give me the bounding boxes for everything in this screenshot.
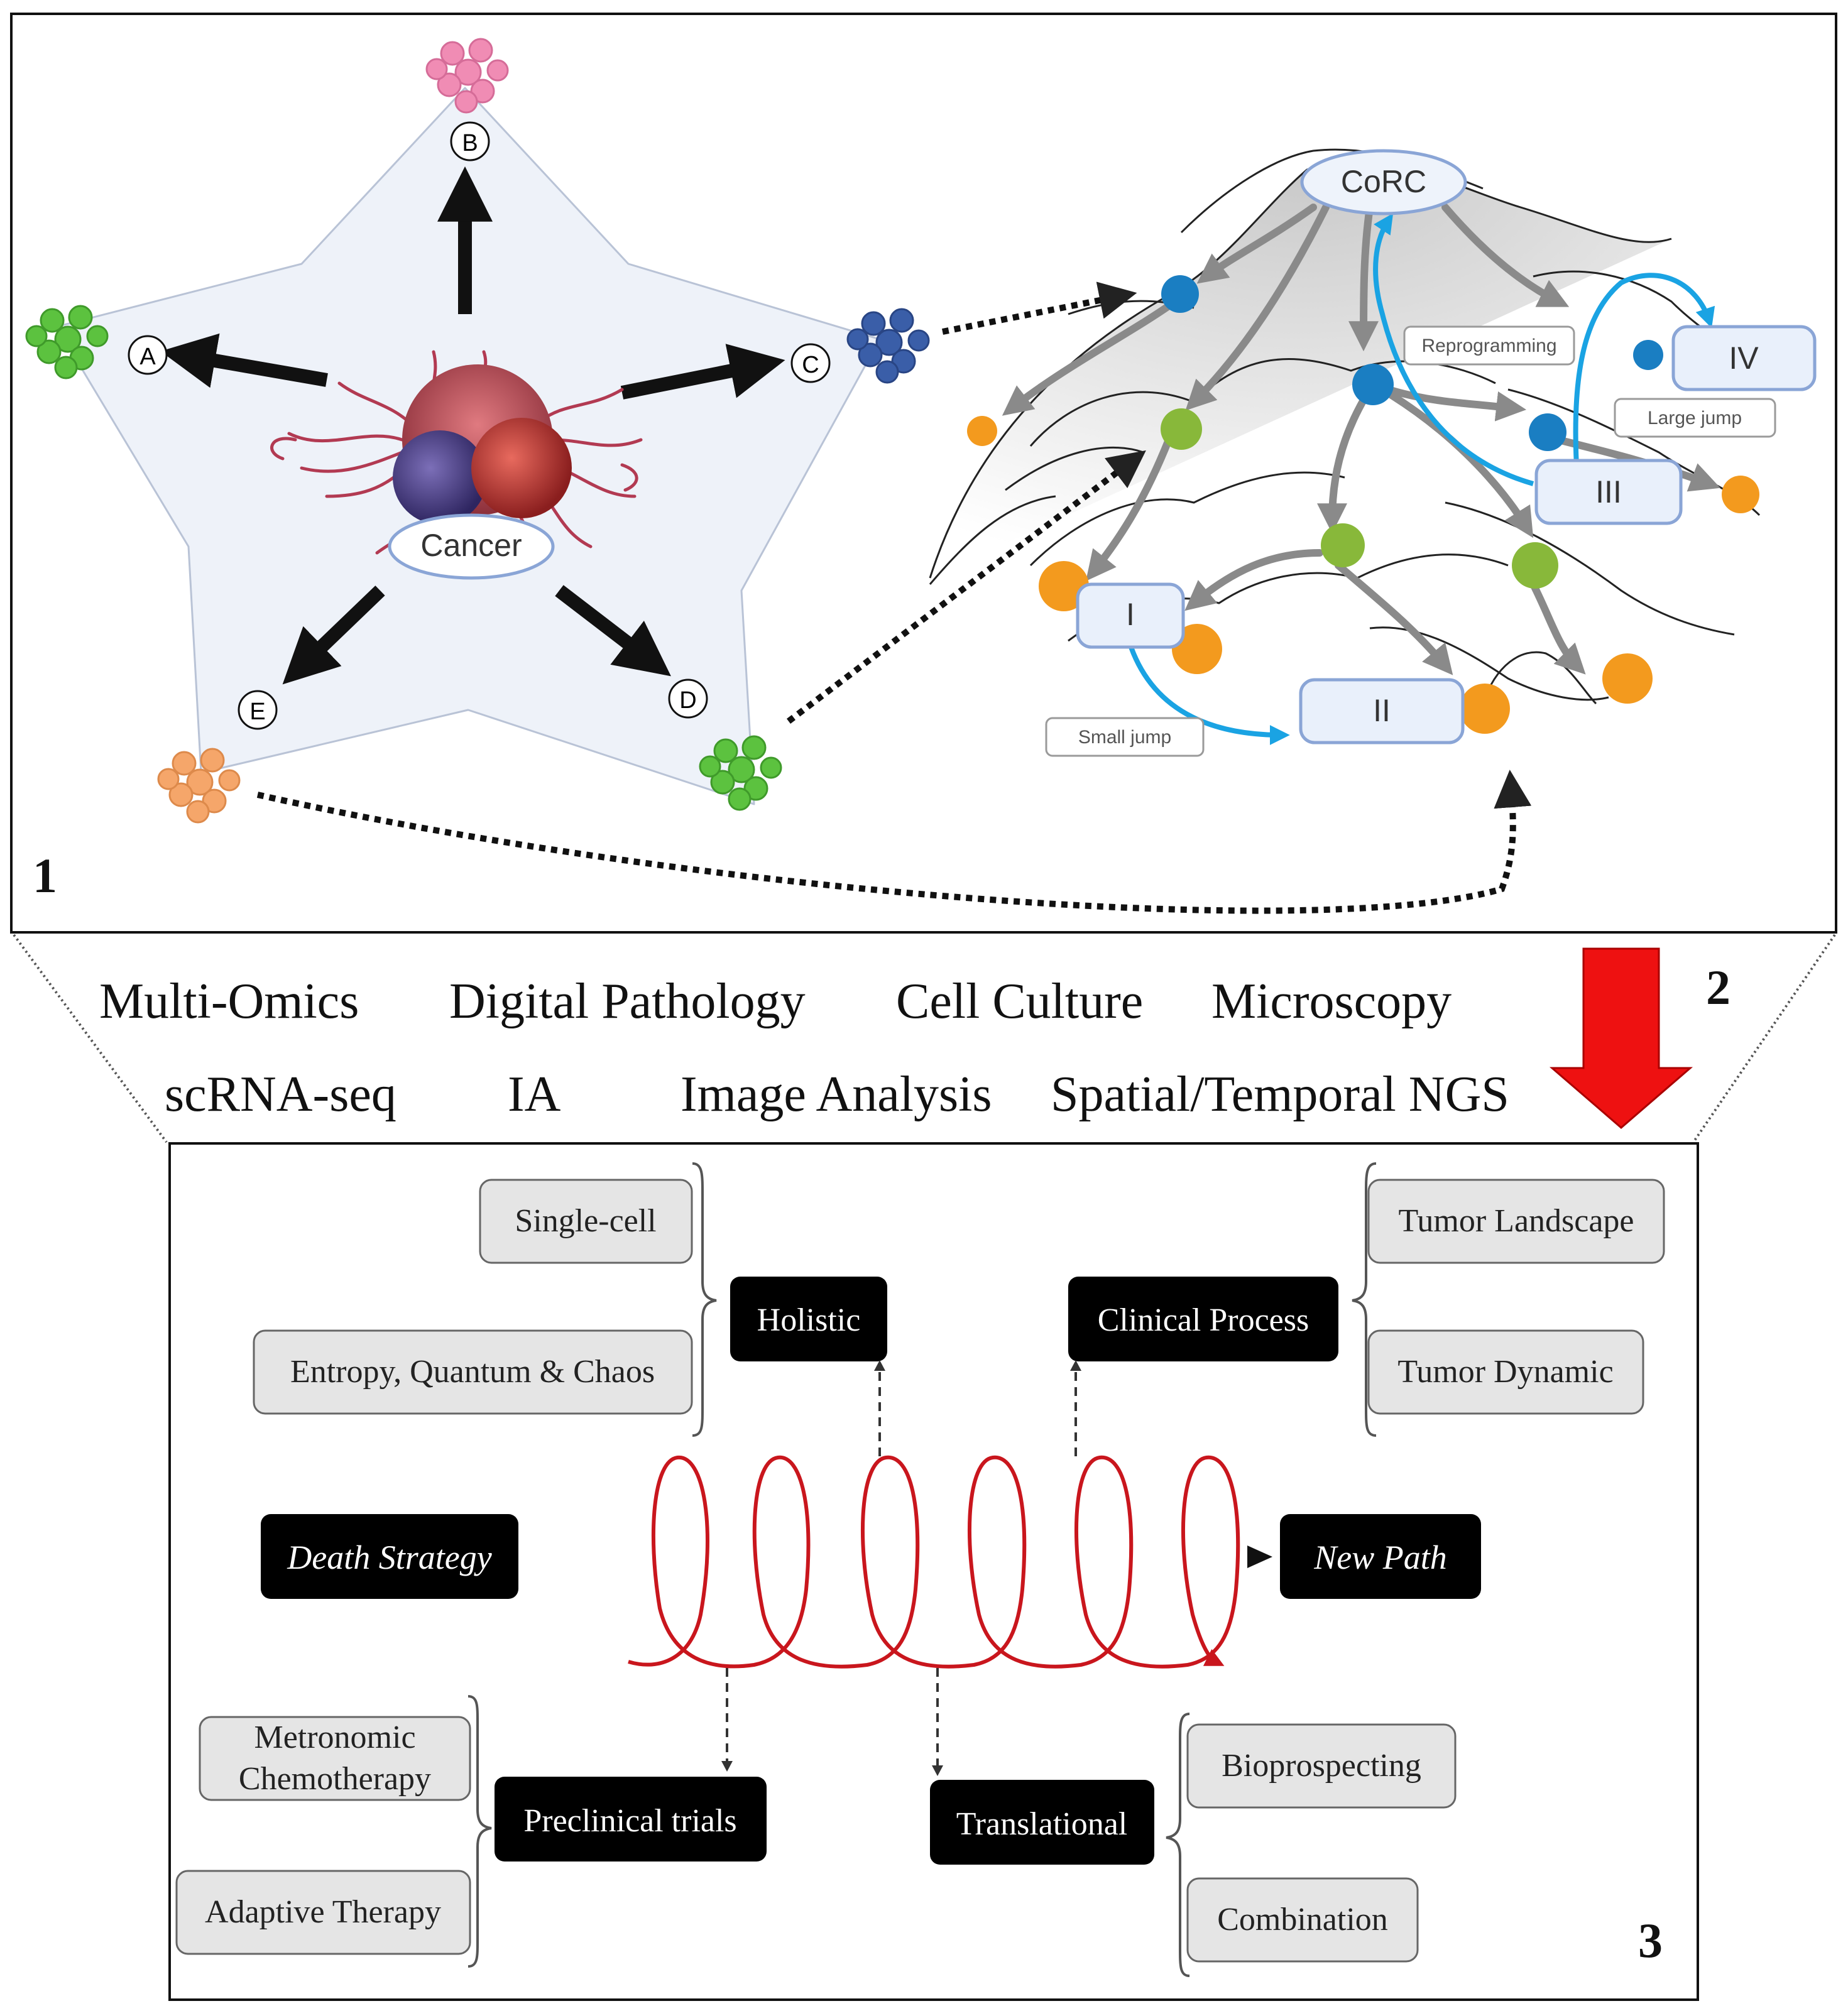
cancer-label-bubble xyxy=(388,513,555,580)
svg-text:Death Strategy: Death Strategy xyxy=(287,1539,491,1576)
svg-text:Single-cell: Single-cell xyxy=(515,1203,656,1239)
zoom-lines xyxy=(13,934,1836,1143)
letter-d: D xyxy=(668,679,708,719)
svg-text:Metronomic: Metronomic xyxy=(254,1720,415,1755)
cluster-c xyxy=(846,308,930,384)
translational-item-bioprospecting: Bioprospecting xyxy=(1186,1723,1457,1809)
dashed-arrowheads xyxy=(721,1360,1081,1776)
red-spiral xyxy=(628,1455,1240,1669)
svg-text:Translational: Translational xyxy=(956,1806,1128,1842)
middle-number: 2 xyxy=(1706,960,1730,1015)
svg-text:Entropy, Quantum & Chaos: Entropy, Quantum & Chaos xyxy=(290,1354,655,1390)
clinical-item-tumor-landscape: Tumor Landscape xyxy=(1367,1179,1665,1264)
braces xyxy=(467,1162,1377,1977)
svg-text:scRNA-seq: scRNA-seq xyxy=(165,1067,396,1122)
death-strategy-box: Death Strategy xyxy=(261,1514,518,1599)
holistic-item-entropy: Entropy, Quantum & Chaos xyxy=(253,1329,693,1415)
clinical-process-box: Clinical Process xyxy=(1068,1277,1338,1361)
panel-1-frame xyxy=(10,13,1837,934)
panel-3-number: 3 xyxy=(1638,1913,1663,1968)
translational-box: Translational xyxy=(930,1780,1154,1865)
svg-text:Cell Culture: Cell Culture xyxy=(896,974,1143,1029)
cancer-label: Cancer xyxy=(420,528,522,563)
svg-text:Small jump: Small jump xyxy=(1078,727,1171,748)
vertex-letters: A B C D E xyxy=(128,121,831,730)
radial-arrows xyxy=(160,166,785,685)
svg-text:New Path: New Path xyxy=(1313,1539,1447,1576)
svg-text:A: A xyxy=(139,344,156,370)
panel-3-frame xyxy=(168,1142,1699,2001)
cancer-illustration xyxy=(270,350,643,561)
svg-text:Tumor Landscape: Tumor Landscape xyxy=(1398,1203,1634,1239)
svg-text:II: II xyxy=(1373,693,1391,728)
note-large-jump: Large jump xyxy=(1614,398,1776,438)
new-path-box: New Path xyxy=(1280,1514,1481,1599)
svg-text:IV: IV xyxy=(1729,341,1759,376)
state-box-ii: II xyxy=(1299,678,1465,744)
svg-text:Large jump: Large jump xyxy=(1648,408,1742,428)
svg-text:Bioprospecting: Bioprospecting xyxy=(1222,1748,1421,1784)
cluster-e xyxy=(157,748,241,824)
cluster-b xyxy=(425,38,509,114)
svg-text:Reprogramming: Reprogramming xyxy=(1421,335,1556,356)
preclinical-trials-box: Preclinical trials xyxy=(495,1777,767,1862)
svg-text:III: III xyxy=(1595,474,1622,510)
holistic-box: Holistic xyxy=(730,1277,887,1361)
progress-axis-head xyxy=(1247,1545,1272,1568)
note-small-jump: Small jump xyxy=(1045,717,1205,757)
svg-text:D: D xyxy=(679,687,696,714)
corc-bubble xyxy=(1300,149,1467,215)
jump-arrows xyxy=(1129,213,1715,745)
svg-text:Preclinical trials: Preclinical trials xyxy=(523,1803,736,1839)
svg-text:Microscopy: Microscopy xyxy=(1211,974,1452,1029)
translational-item-combination: Combination xyxy=(1186,1877,1419,1963)
clinical-item-tumor-dynamic: Tumor Dynamic xyxy=(1367,1329,1644,1415)
svg-text:Spatial/Temporal NGS: Spatial/Temporal NGS xyxy=(1051,1067,1509,1122)
svg-text:Holistic: Holistic xyxy=(757,1302,861,1338)
methods-row-2: scRNA-seq IA Image Analysis Spatial/Temp… xyxy=(165,1067,1509,1122)
letter-e: E xyxy=(238,690,278,730)
svg-text:Adaptive Therapy: Adaptive Therapy xyxy=(205,1894,441,1930)
preclinical-item-adaptive: Adaptive Therapy xyxy=(175,1870,471,1955)
state-box-iii: III xyxy=(1534,459,1683,525)
cluster-d xyxy=(699,735,782,811)
svg-text:Digital Pathology: Digital Pathology xyxy=(449,974,806,1029)
svg-text:Multi-Omics: Multi-Omics xyxy=(99,974,359,1029)
svg-text:Image Analysis: Image Analysis xyxy=(681,1067,992,1122)
svg-text:Clinical Process: Clinical Process xyxy=(1098,1302,1309,1338)
state-box-i: I xyxy=(1076,582,1185,649)
letter-b: B xyxy=(450,121,490,161)
down-arrow xyxy=(1549,947,1693,1129)
corc-label: CoRC xyxy=(1341,164,1426,199)
svg-text:E: E xyxy=(249,699,265,725)
preclinical-item-metronomic: Metronomic Chemotherapy xyxy=(199,1716,471,1801)
dashed-connectors xyxy=(726,1370,1077,1767)
svg-text:Tumor Dynamic: Tumor Dynamic xyxy=(1397,1354,1613,1390)
svg-text:Combination: Combination xyxy=(1217,1902,1388,1938)
holistic-item-single-cell: Single-cell xyxy=(479,1179,693,1264)
cluster-a xyxy=(25,305,109,379)
panel-1-number: 1 xyxy=(33,848,57,903)
state-box-iv: IV xyxy=(1671,325,1817,391)
note-reprogramming: Reprogramming xyxy=(1403,325,1575,366)
letter-a: A xyxy=(128,335,168,375)
svg-text:IA: IA xyxy=(508,1067,561,1122)
methods-row-1: Multi-Omics Digital Pathology Cell Cultu… xyxy=(99,974,1452,1029)
dotted-connectors xyxy=(256,281,1532,914)
svg-text:C: C xyxy=(802,352,819,378)
svg-text:B: B xyxy=(462,130,478,156)
letter-c: C xyxy=(790,343,831,383)
svg-text:Chemotherapy: Chemotherapy xyxy=(239,1761,431,1797)
svg-text:I: I xyxy=(1126,597,1135,632)
